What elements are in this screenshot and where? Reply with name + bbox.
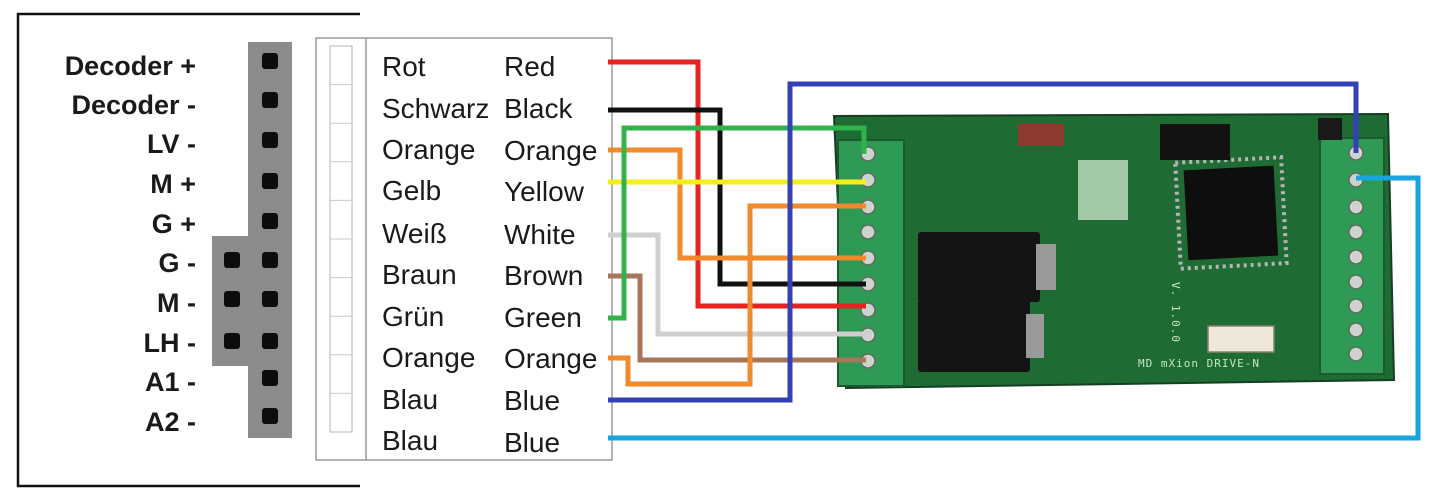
pin-6 <box>262 252 278 268</box>
wire-2 <box>608 107 866 287</box>
pin-label-decoder-plus: Decoder + <box>65 51 196 81</box>
wire-label-en-7: Green <box>504 302 582 333</box>
wire-label-de-2: Schwarz <box>382 93 489 124</box>
pin-8 <box>262 333 278 349</box>
crystal <box>1160 124 1230 160</box>
silkscreen-version: V. 1.0.0 <box>1169 282 1182 343</box>
logo-mark <box>1078 160 1128 220</box>
wire-labels: Rot Red Schwarz Black Orange Orange Gelb… <box>382 51 597 458</box>
wire-label-en-3: Orange <box>504 135 597 166</box>
index-ticks <box>330 84 352 394</box>
pin-extra-3 <box>224 333 240 349</box>
microcontroller <box>1173 155 1289 271</box>
wire-label-en-1: Red <box>504 51 555 82</box>
wire-label-de-9: Blau <box>382 384 438 415</box>
wire-label-en-10: Blue <box>504 427 560 458</box>
connector-socket <box>1207 325 1275 353</box>
pin-label-m-plus: M + <box>150 169 196 199</box>
wire-9 <box>608 81 1359 403</box>
wire-label-en-8: Orange <box>504 343 597 374</box>
wires <box>608 59 1421 441</box>
microcontroller-pins <box>1173 155 1289 271</box>
wire-table <box>315 37 613 461</box>
capacitor <box>1318 118 1342 140</box>
pin-3 <box>262 132 278 148</box>
mosfet-upper <box>918 232 1040 302</box>
wire-label-de-5: Weiß <box>382 218 447 249</box>
wire-label-de-6: Braun <box>382 259 457 290</box>
wire-5 <box>608 232 866 337</box>
pin-label-g-minus: G - <box>159 248 197 278</box>
wire-label-en-2: Black <box>504 93 573 124</box>
right-terminal-screw-7 <box>1348 298 1364 314</box>
right-terminal-screw-5 <box>1348 249 1364 265</box>
mosfet-tab-lower <box>1026 314 1044 358</box>
wire-label-en-4: Yellow <box>504 176 585 207</box>
pin-labels: Decoder + Decoder - LV - M + G + G - M -… <box>65 51 196 437</box>
right-terminal-screw-6 <box>1348 274 1364 290</box>
wire-8 <box>608 203 866 387</box>
pin-4 <box>262 173 278 189</box>
wire-label-de-7: Grün <box>382 301 444 332</box>
pin-label-lv-minus: LV - <box>147 129 196 159</box>
wire-label-de-1: Rot <box>382 51 426 82</box>
wire-label-de-10: Blau <box>382 425 438 456</box>
pin-label-decoder-minus: Decoder - <box>71 90 196 120</box>
wire-label-en-9: Blue <box>504 385 560 416</box>
right-terminal-screw-4 <box>1348 224 1364 240</box>
pin-9 <box>262 370 278 386</box>
pin-1 <box>262 53 278 69</box>
right-terminal-screw-9 <box>1348 346 1364 362</box>
pin-extra-2 <box>224 291 240 307</box>
connector-housing <box>16 12 360 488</box>
right-terminal-screw-8 <box>1348 322 1364 338</box>
wire-10 <box>608 175 1421 441</box>
wire-7 <box>608 125 867 321</box>
mosfet-lower <box>918 300 1030 372</box>
wire-label-de-8: Orange <box>382 342 475 373</box>
right-terminal-screw-3 <box>1348 199 1364 215</box>
wire-6 <box>608 273 866 363</box>
silkscreen-model: MD mXion DRIVE-N <box>1138 357 1260 370</box>
wire-label-en-5: White <box>504 219 576 250</box>
wire-label-de-4: Gelb <box>382 175 441 206</box>
pin-label-a2-minus: A2 - <box>145 407 196 437</box>
pin-extra-1 <box>224 252 240 268</box>
pin-5 <box>262 213 278 229</box>
wire-label-en-6: Brown <box>504 260 583 291</box>
pin-label-m-minus: M - <box>157 288 196 318</box>
pin-label-a1-minus: A1 - <box>145 367 196 397</box>
wire-label-de-3: Orange <box>382 134 475 165</box>
pin-2 <box>262 92 278 108</box>
left-terminal-screw-4 <box>860 224 876 240</box>
pin-label-lh-minus: LH - <box>144 328 196 358</box>
decoder-board: MD mXion DRIVE-N V. 1.0.0 <box>832 112 1396 390</box>
diode <box>1018 124 1064 146</box>
pin-squares <box>224 53 278 424</box>
microcontroller-body <box>1183 165 1279 261</box>
pin-7 <box>262 291 278 307</box>
pin-10 <box>262 408 278 424</box>
mosfet-tab-upper <box>1036 244 1056 290</box>
pin-label-g-plus: G + <box>152 209 196 239</box>
pin-header <box>212 42 292 438</box>
wire-3 <box>608 147 866 261</box>
